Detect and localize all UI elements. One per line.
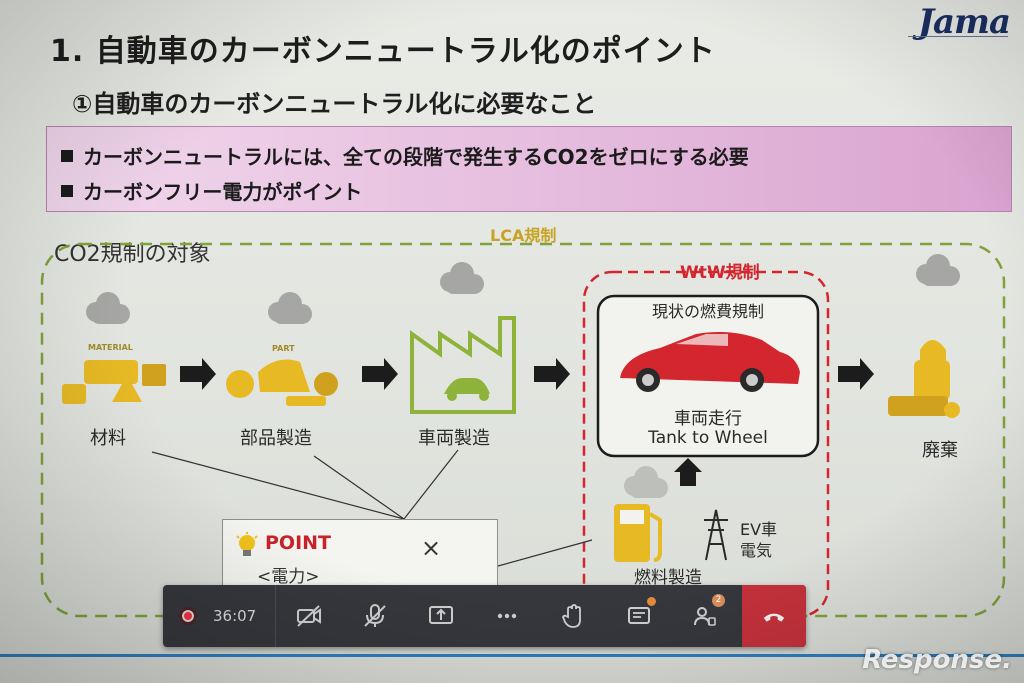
electricity-label: 電気 [740, 541, 773, 560]
slide-title: 1. 自動車のカーボンニュートラル化のポイント [50, 34, 716, 69]
participants-icon [694, 607, 716, 626]
hang-up-button[interactable] [742, 585, 806, 647]
key-points-box: カーボンニュートラルには、全ての段階で発生するCO2をゼロにする必要 カーボンフ… [46, 126, 1012, 212]
chat-notification-badge [647, 597, 656, 606]
co2-cloud-icon [440, 262, 484, 294]
fuel-economy-regulation-label: 現状の燃費規制 [651, 302, 764, 321]
bullet-square-icon [61, 149, 73, 162]
disposal-icon [888, 340, 960, 418]
point-title: POINT [265, 532, 332, 554]
bullet-square-icon [61, 184, 73, 197]
pointer-lines [151, 449, 593, 567]
chat-button[interactable] [606, 585, 672, 647]
car-in-factory-icon [444, 378, 490, 401]
jama-logo: Jama [917, 2, 1011, 42]
stage-material-label: 材料 [90, 428, 126, 449]
fuel-pump-icon [614, 504, 662, 562]
slide-subtitle: ①自動車のカーボンニュートラル化に必要なこと [72, 90, 597, 118]
camera-toggle-button[interactable] [276, 585, 342, 647]
response-watermark: Response. [862, 645, 1012, 675]
co2-cloud-icon [268, 292, 312, 324]
bullet-text: カーボンフリー電力がポイント [83, 180, 363, 204]
power-pylon-icon [704, 509, 728, 561]
lca-boundary [40, 242, 1006, 618]
participants-button[interactable]: 2 [672, 585, 738, 647]
part-caption: PART [272, 344, 295, 353]
stage-disposal-label: 廃棄 [922, 440, 958, 461]
parts-icon [226, 359, 338, 406]
wtw-regulation-label: WtW規制 [680, 263, 760, 283]
co2-cloud-icon [916, 254, 960, 286]
stage-parts-label: 部品製造 [240, 428, 312, 449]
share-screen-icon [429, 606, 453, 624]
bullet-item: カーボンフリー電力がポイント [61, 176, 1011, 205]
bullet-item: カーボンニュートラルには、全ての段階で発生するCO2をゼロにする必要 [61, 141, 1011, 170]
more-icon [497, 613, 517, 619]
bullet-text: カーボンニュートラルには、全ての段階で発生するCO2をゼロにする必要 [83, 145, 749, 169]
co2-cloud-icon [624, 466, 668, 498]
co2-cloud-icon [86, 292, 130, 324]
recording-indicator[interactable] [163, 585, 213, 647]
vehicle-driving-label: 車両走行 [674, 409, 742, 429]
logo-underline [908, 36, 1008, 39]
lightbulb-icon [236, 532, 258, 556]
mic-off-icon [364, 604, 386, 627]
co2-regulation-title: CO2規制の対象 [54, 242, 211, 267]
camera-off-icon [297, 605, 321, 627]
raise-hand-button[interactable] [540, 585, 606, 647]
ev-car-label: EV車 [740, 520, 778, 539]
material-caption: MATERIAL [88, 343, 133, 352]
chat-icon [628, 607, 650, 624]
mic-toggle-button[interactable] [342, 585, 408, 647]
meeting-timer: 36:07 [213, 607, 257, 625]
close-icon: × [421, 534, 442, 562]
raise-hand-icon [562, 604, 581, 628]
tank-to-wheel-label: Tank to Wheel [648, 428, 768, 448]
share-screen-button[interactable] [408, 585, 474, 647]
more-options-button[interactable] [474, 585, 540, 647]
lca-regulation-label: LCA規制 [490, 226, 557, 245]
factory-icon [410, 316, 516, 414]
material-icon [62, 360, 166, 404]
toolbar-divider [275, 585, 276, 647]
flow-arrow-icon [180, 358, 874, 486]
stage-vehicle-manufacturing-label: 車両製造 [418, 428, 490, 449]
red-car-icon [620, 332, 800, 392]
slide-bottom-rule [0, 654, 1024, 657]
fuel-manufacturing-label: 燃料製造 [634, 568, 702, 588]
participants-count-badge: 2 [712, 594, 725, 607]
point-subtitle: <電力> [257, 567, 320, 587]
record-dot-icon [179, 607, 197, 625]
meeting-toolbar: 36:07 [163, 585, 806, 647]
hang-up-icon [763, 613, 785, 622]
